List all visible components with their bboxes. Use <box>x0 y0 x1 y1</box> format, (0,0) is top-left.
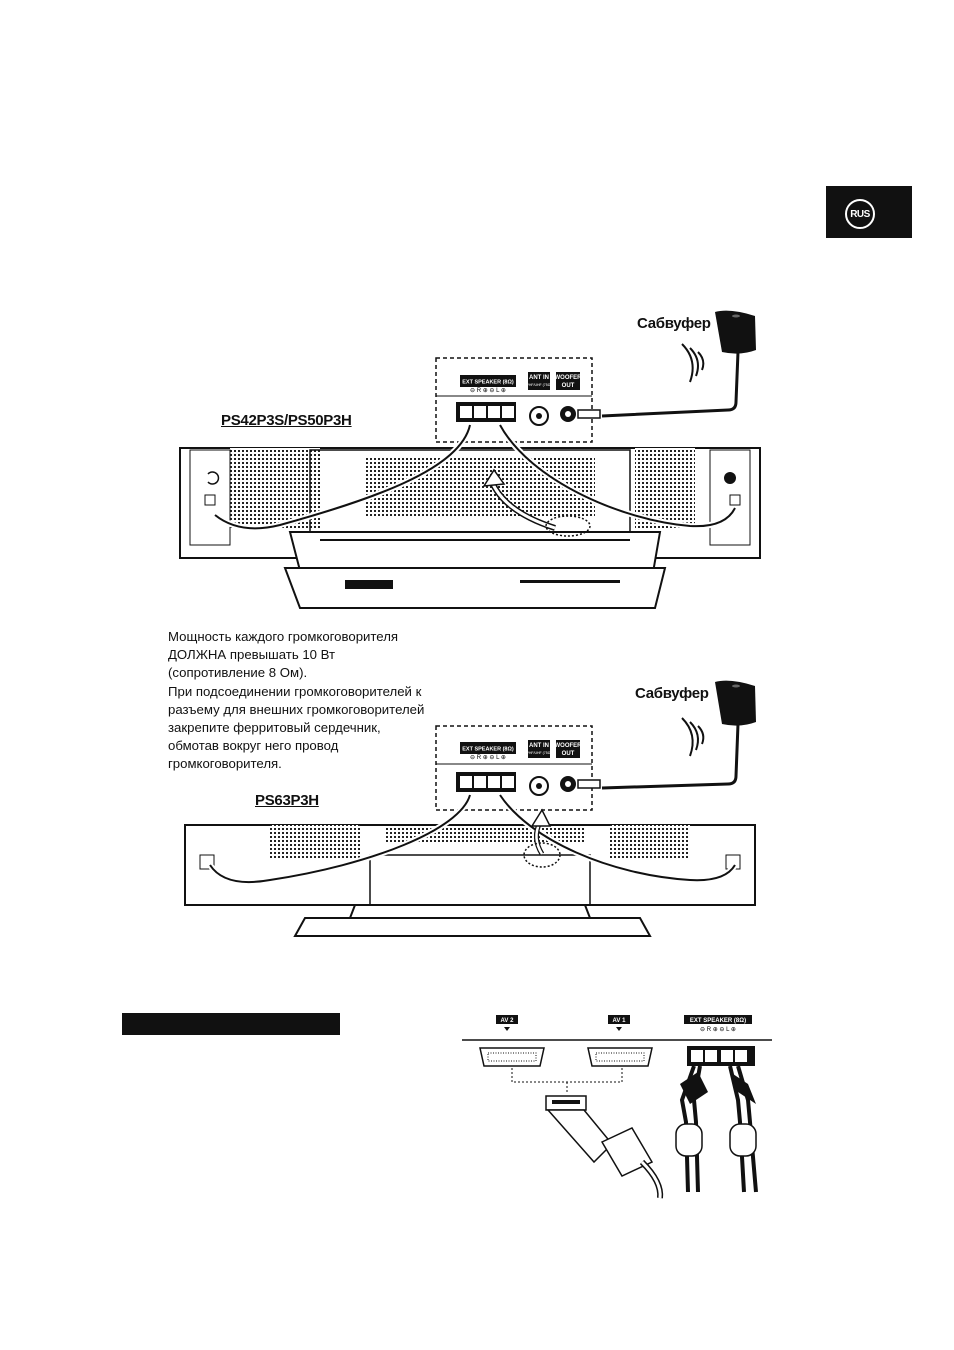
svg-text:⊖ R ⊕ ⊖ L ⊕: ⊖ R ⊕ ⊖ L ⊕ <box>700 1027 736 1033</box>
diagram-ps42-ps50: EXT SPEAKER (8Ω) ⊖ R ⊕ ⊖ L ⊕ ANT IN VHF/… <box>170 290 770 620</box>
svg-text:⊖ R ⊕ ⊖ L ⊕: ⊖ R ⊕ ⊖ L ⊕ <box>470 388 506 394</box>
svg-text:EXT SPEAKER (8Ω): EXT SPEAKER (8Ω) <box>462 747 514 753</box>
note-line: обмотав вокруг него провод <box>168 738 339 754</box>
subwoofer-label-2: Сабвуфер <box>635 685 709 702</box>
tv-back-illustration-1: EXT SPEAKER (8Ω) ⊖ R ⊕ ⊖ L ⊕ ANT IN VHF/… <box>179 310 761 609</box>
note-line: громкоговорителя. <box>168 756 282 772</box>
language-badge: RUS <box>845 199 875 229</box>
model-label-ps63: PS63P3H <box>255 792 319 809</box>
svg-text:AV 2: AV 2 <box>501 1018 515 1024</box>
svg-text:VHF/UHF (75Ω): VHF/UHF (75Ω) <box>527 751 552 755</box>
tv-chassis-1 <box>179 423 761 609</box>
connector-panel-2: EXT SPEAKER (8Ω) ⊖ R ⊕ ⊖ L ⊕ ANT IN VHF/… <box>435 725 601 811</box>
note-line: (сопротивление 8 Ом). <box>168 665 308 681</box>
model-label-ps42-ps50: PS42P3S/PS50P3H <box>221 412 352 429</box>
svg-text:EXT SPEAKER (8Ω): EXT SPEAKER (8Ω) <box>690 1018 746 1024</box>
subwoofer-label-1: Сабвуфер <box>637 315 711 332</box>
note-line: ДОЛЖНА превышать 10 Вт <box>168 647 336 663</box>
speaker-note: Мощность каждого громкоговорителя ДОЛЖНА… <box>168 628 438 774</box>
tv-back-illustration-2: EXT SPEAKER (8Ω) ⊖ R ⊕ ⊖ L ⊕ ANT IN VHF/… <box>184 680 756 937</box>
section-heading-bar <box>122 1013 340 1035</box>
note-line: закрепите ферритовый сердечник, <box>168 720 381 736</box>
language-tab: RUS <box>826 186 912 238</box>
subwoofer-icon <box>601 310 756 418</box>
svg-text:VHF/UHF (75Ω): VHF/UHF (75Ω) <box>527 383 552 387</box>
svg-text:WOOFER: WOOFER <box>555 375 583 381</box>
note-line: Мощность каждого громкоговорителя <box>168 629 399 644</box>
ferrite-core-illustration: AV 2 AV 1 EXT SPEAKER (8Ω) ⊖ R ⊕ ⊖ L ⊕ <box>462 1015 772 1199</box>
svg-text:AV 1: AV 1 <box>613 1018 627 1024</box>
svg-text:⊖ R ⊕ ⊖ L ⊕: ⊖ R ⊕ ⊖ L ⊕ <box>470 755 506 761</box>
subwoofer-icon <box>601 680 756 790</box>
svg-text:EXT SPEAKER (8Ω): EXT SPEAKER (8Ω) <box>462 380 514 386</box>
svg-text:ANT IN: ANT IN <box>529 743 549 749</box>
tv-chassis-2 <box>184 793 756 937</box>
diagram-ps63: EXT SPEAKER (8Ω) ⊖ R ⊕ ⊖ L ⊕ ANT IN VHF/… <box>170 660 770 940</box>
svg-text:OUT: OUT <box>562 383 575 389</box>
diagram-scart-speaker: AV 2 AV 1 EXT SPEAKER (8Ω) ⊖ R ⊕ ⊖ L ⊕ <box>462 1012 772 1202</box>
note-line: разъему для внешних громкоговорителей <box>168 701 425 717</box>
svg-text:OUT: OUT <box>562 751 575 757</box>
note-line: При подсоединении громкоговорителей к <box>168 683 422 699</box>
svg-text:WOOFER: WOOFER <box>555 743 583 749</box>
connector-panel-1: EXT SPEAKER (8Ω) ⊖ R ⊕ ⊖ L ⊕ ANT IN VHF/… <box>435 357 601 443</box>
svg-text:ANT IN: ANT IN <box>529 375 549 381</box>
